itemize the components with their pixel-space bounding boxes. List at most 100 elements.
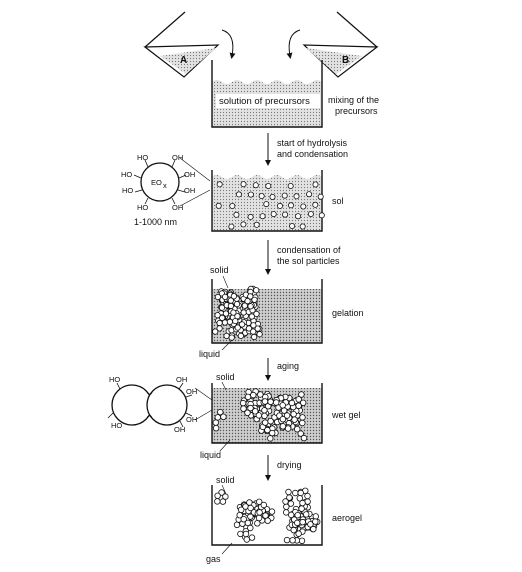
particle <box>297 489 304 497</box>
particle <box>288 511 295 519</box>
precursor-a-container: A <box>143 11 220 78</box>
precursor-b-container: B <box>302 11 379 78</box>
sol-particles <box>215 181 325 230</box>
solution-box-label: solution of precursors <box>219 96 310 107</box>
particle-oh-1: OH <box>172 153 183 162</box>
particle <box>318 212 325 219</box>
particle <box>310 525 317 533</box>
precursor-a-label: A <box>180 55 187 66</box>
particle <box>283 536 291 544</box>
particle <box>222 493 229 500</box>
wet-gel-solid-label: solid <box>216 372 235 382</box>
particle <box>227 302 234 310</box>
particle <box>267 398 274 405</box>
gelation-label: gelation <box>332 308 364 318</box>
particle <box>304 492 311 500</box>
particle <box>270 211 277 218</box>
particle <box>279 423 287 430</box>
particle <box>239 321 246 328</box>
particle <box>240 309 247 316</box>
aerogel-gas-label: gas <box>206 554 221 564</box>
particle <box>255 514 263 522</box>
precursor-b-label: B <box>342 55 349 66</box>
particle <box>259 213 266 220</box>
aerogel-solid-label: solid <box>216 475 235 485</box>
particle <box>276 202 283 209</box>
particle <box>247 504 254 512</box>
particle <box>214 414 221 421</box>
particle <box>300 203 307 210</box>
particle <box>247 303 254 310</box>
particle <box>298 505 305 512</box>
wet-gel-label: wet gel <box>331 410 361 420</box>
particle <box>237 530 244 538</box>
wet-gel-dimer-detail: HO HO OH OH OH OH <box>107 375 213 434</box>
particle <box>253 221 260 228</box>
particle <box>240 516 247 523</box>
particle <box>295 213 302 220</box>
particle <box>228 334 235 341</box>
particle <box>251 296 258 303</box>
particle <box>247 524 254 532</box>
particle <box>233 300 241 308</box>
hydrolysis-label-line2: and condensation <box>277 149 348 159</box>
particle <box>242 530 250 538</box>
particle <box>219 314 226 321</box>
gelation-solid-label: solid <box>210 265 229 275</box>
gel-particle-network <box>212 285 263 341</box>
particle <box>248 313 255 320</box>
particle <box>219 498 227 505</box>
particle <box>229 202 236 209</box>
particle <box>258 192 265 199</box>
particle <box>248 534 256 541</box>
particle <box>299 518 306 526</box>
particle <box>290 526 297 534</box>
particle <box>283 412 291 419</box>
mixing-label-line2: precursors <box>335 106 378 116</box>
particle <box>279 402 286 409</box>
particle <box>212 328 219 335</box>
particle <box>256 498 263 505</box>
sol-particle-detail: EO x HO OH HO OH HO OH HO OH 1-1000 nm <box>121 153 211 227</box>
particle <box>227 297 234 304</box>
particle <box>303 511 310 518</box>
particle <box>263 201 270 208</box>
particle <box>237 332 244 339</box>
wet-gel-liquid-label: liquid <box>200 450 221 460</box>
particle <box>244 519 252 527</box>
solution-beaker: solution of precursors <box>211 60 323 128</box>
particle <box>234 324 241 331</box>
particle <box>223 332 230 339</box>
particle <box>253 310 260 317</box>
particle <box>246 499 253 506</box>
particle <box>294 519 301 527</box>
particle <box>247 404 254 412</box>
particle <box>214 492 221 499</box>
particle <box>214 312 221 319</box>
particle <box>254 520 261 527</box>
particle <box>295 402 302 409</box>
pour-arrow-a <box>221 29 236 59</box>
particle <box>226 318 233 325</box>
particle <box>267 435 274 442</box>
particle <box>268 508 276 515</box>
particle <box>222 293 229 300</box>
particle <box>299 414 306 421</box>
particle <box>265 182 272 189</box>
particle <box>289 222 296 229</box>
particle <box>269 429 276 437</box>
particle <box>216 319 223 327</box>
particle <box>261 412 268 420</box>
particle <box>285 488 292 496</box>
particle <box>281 192 288 199</box>
particle <box>293 193 300 200</box>
particle <box>307 521 314 528</box>
particle <box>215 202 222 209</box>
particle <box>256 331 263 338</box>
particle <box>247 293 254 300</box>
particle <box>294 512 301 519</box>
aerogel-particle-network <box>214 487 321 544</box>
particle <box>273 399 280 406</box>
particle <box>287 500 295 507</box>
particle <box>218 489 225 496</box>
